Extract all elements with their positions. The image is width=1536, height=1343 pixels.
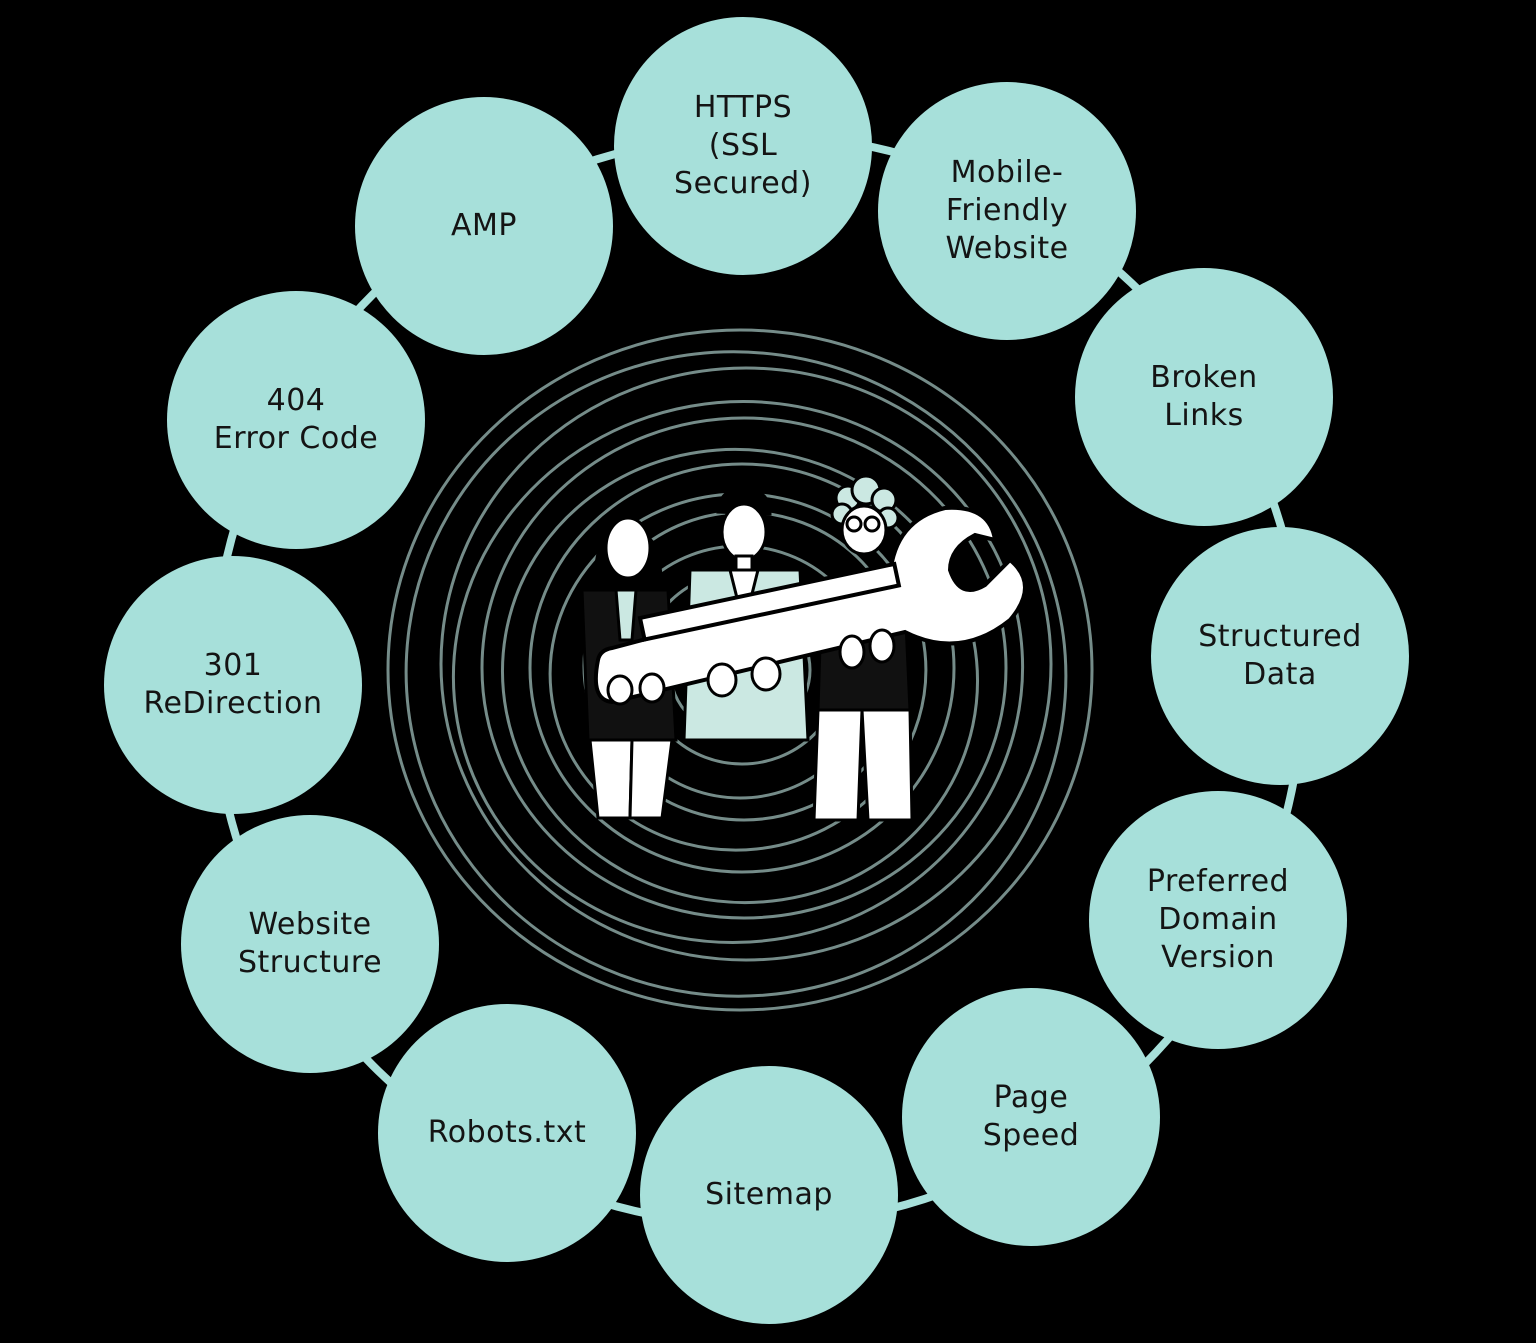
node-label-preferred-domain-version: Preferred Domain Version	[1146, 864, 1290, 975]
node-label-sitemap: Sitemap	[705, 1177, 833, 1212]
node-301-redirection: 301 ReDirection	[104, 556, 362, 814]
node-label-404-error-code: 404 Error Code	[213, 383, 379, 456]
node-structured-data: Structured Data	[1151, 527, 1409, 785]
node-label-https: HTTPS (SSL Secured)	[674, 90, 812, 201]
node-website-structure: Website Structure	[181, 815, 439, 1073]
node-404-error-code: 404 Error Code	[167, 291, 425, 549]
node-https: HTTPS (SSL Secured)	[614, 17, 872, 275]
node-label-mobile-friendly-website: Mobile- Friendly Website	[945, 155, 1069, 266]
node-label-amp: AMP	[451, 208, 517, 243]
node-robots-txt: Robots.txt	[378, 1004, 636, 1262]
wrench-icon	[593, 505, 1027, 705]
node-page-speed: Page Speed	[902, 988, 1160, 1246]
node-amp: AMP	[355, 97, 613, 355]
node-label-page-speed: Page Speed	[982, 1080, 1080, 1153]
node-label-robots-txt: Robots.txt	[427, 1115, 587, 1150]
node-label-broken-links: Broken Links	[1150, 360, 1258, 433]
node-mobile-friendly-website: Mobile- Friendly Website	[878, 82, 1136, 340]
node-preferred-domain-version: Preferred Domain Version	[1089, 791, 1347, 1049]
node-broken-links: Broken Links	[1075, 268, 1333, 526]
node-label-website-structure: Website Structure	[237, 907, 383, 980]
node-label-structured-data: Structured Data	[1198, 619, 1362, 692]
hands-icon	[606, 628, 896, 706]
node-label-301-redirection: 301 ReDirection	[143, 648, 323, 721]
node-sitemap: Sitemap	[640, 1066, 898, 1324]
